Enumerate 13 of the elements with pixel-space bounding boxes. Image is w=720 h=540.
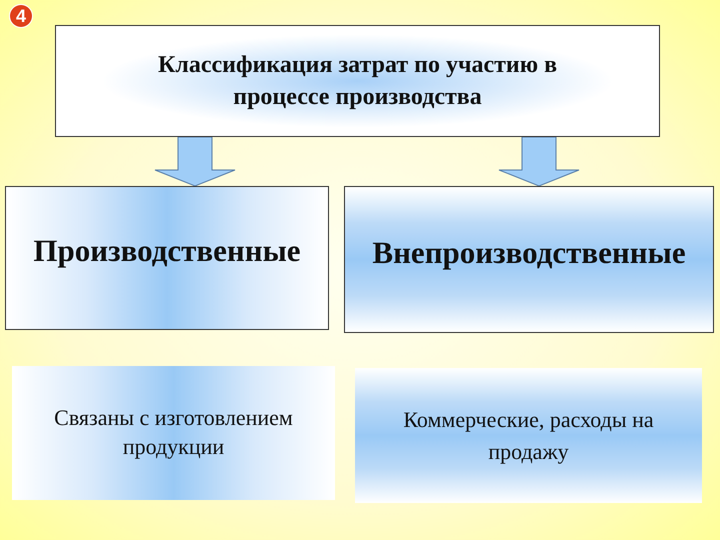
- description-text: Связаны с изготовлением продукции: [53, 404, 294, 461]
- heading: Производственные: [33, 233, 301, 269]
- block-arrow: [498, 136, 580, 187]
- category-box: [344, 186, 714, 333]
- heading: Классификация затрат по участию в процессе производства: [156, 50, 558, 112]
- step-number: 4: [10, 5, 32, 27]
- block-arrow: [154, 136, 236, 187]
- title-box: [55, 25, 660, 137]
- category-box: [5, 186, 329, 330]
- description-box: [355, 368, 702, 503]
- heading: Внепроизводственные: [372, 234, 686, 270]
- description-text: Коммерческие, расходы на продажу: [402, 406, 655, 466]
- description-box: [12, 366, 335, 500]
